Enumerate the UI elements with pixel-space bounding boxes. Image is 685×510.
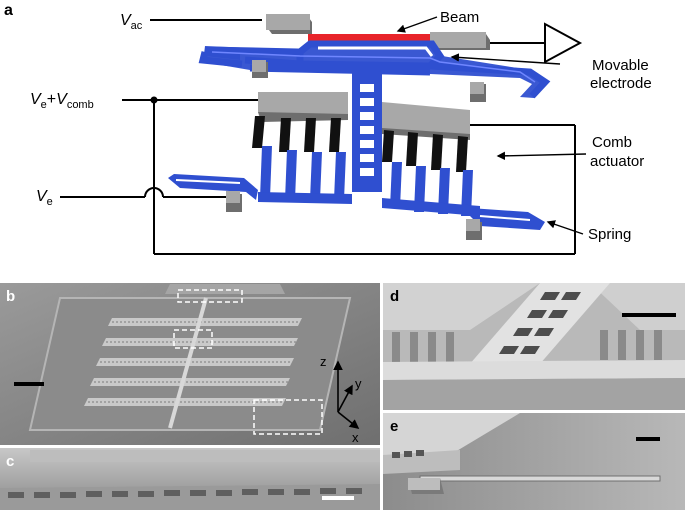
anchor-e xyxy=(408,478,444,494)
panel-b-letter: b xyxy=(6,288,15,305)
inset-box-mid xyxy=(173,329,213,349)
panel-a: a xyxy=(4,2,652,255)
amplifier-triangle xyxy=(544,22,583,64)
label-v-e-plus-v-comb: Ve+Vcomb xyxy=(30,91,94,111)
label-movable: Movable xyxy=(592,57,649,74)
axes-indicator xyxy=(333,360,360,429)
spring xyxy=(168,174,545,230)
separator-b-c xyxy=(0,445,380,448)
anchor-beam-right xyxy=(430,32,490,50)
label-comb: Comb xyxy=(592,134,632,151)
panel-e: e xyxy=(383,413,685,510)
panel-d-letter: d xyxy=(390,288,399,305)
inset-box-top xyxy=(177,289,243,303)
anchor-spring-right xyxy=(466,219,482,240)
scale-bar-e xyxy=(636,437,660,441)
axis-x: x xyxy=(352,430,359,445)
beam-e xyxy=(419,475,661,482)
comb-row-texture xyxy=(88,321,300,403)
anchor-beam-left xyxy=(266,14,312,34)
scale-bar-d xyxy=(622,313,676,317)
label-beam: Beam xyxy=(440,9,479,26)
label-v-e: Ve xyxy=(36,188,53,208)
label-spring: Spring xyxy=(588,226,631,243)
comb-slots-c xyxy=(8,488,362,498)
anchor-small-1 xyxy=(252,60,268,78)
axis-y: y xyxy=(355,376,362,391)
beam xyxy=(308,34,430,42)
panel-a-letter: a xyxy=(4,2,13,19)
anchor-spring-left xyxy=(226,191,242,212)
fixed-comb-right xyxy=(382,102,470,172)
comb-structure-c xyxy=(0,484,380,510)
panel-d: d xyxy=(383,283,685,410)
label-electrode: electrode xyxy=(590,75,652,92)
movable-comb-fingers xyxy=(258,146,480,216)
anchor-small-2 xyxy=(470,82,486,102)
panel-e-letter: e xyxy=(390,418,398,435)
scale-bar-b xyxy=(14,382,44,386)
panel-c-letter: c xyxy=(6,453,14,470)
fixed-comb-left xyxy=(252,92,348,152)
separator-vertical xyxy=(380,283,383,510)
scale-bar-c xyxy=(322,496,354,500)
axis-z: z xyxy=(320,354,327,369)
wiring xyxy=(60,19,576,255)
inset-box-right xyxy=(253,399,323,435)
panel-b: z y x b xyxy=(0,283,380,445)
panel-c: c xyxy=(0,448,380,510)
separator-d-e xyxy=(383,410,685,413)
ladder-e xyxy=(392,450,424,458)
central-spine xyxy=(352,72,382,192)
device-spine xyxy=(168,297,208,429)
callout-arrows xyxy=(396,16,587,235)
junction-dot xyxy=(150,96,158,104)
label-actuator: actuator xyxy=(590,153,644,170)
label-v-ac: Vac xyxy=(120,12,143,32)
comb-fingers-d xyxy=(392,330,662,362)
